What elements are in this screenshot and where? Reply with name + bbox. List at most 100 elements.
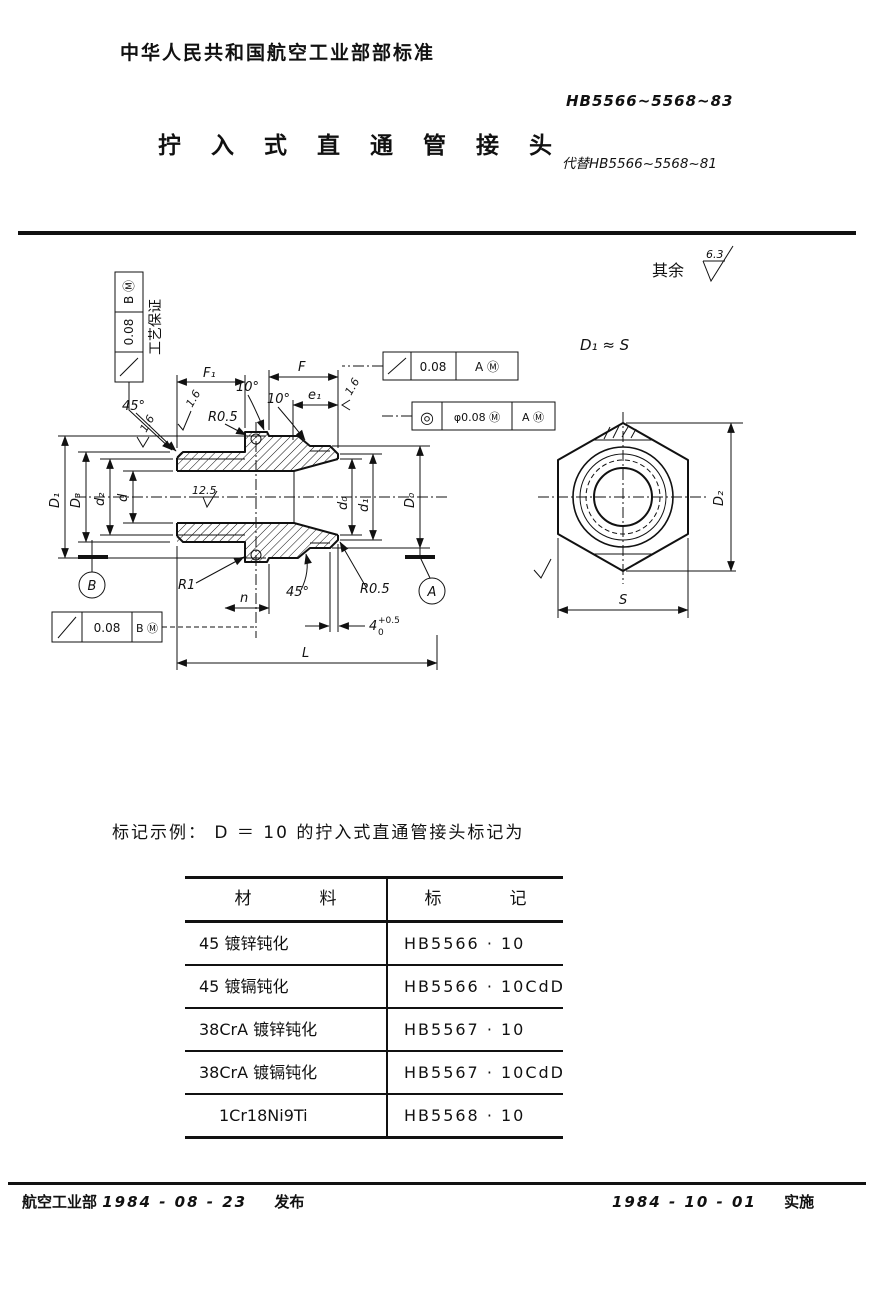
label-10deg-2: 10° <box>267 392 290 407</box>
footer-rule <box>8 1182 866 1185</box>
table-row: 38CrA 镀镉钝化 HB5567 · 10CdD <box>185 1052 563 1095</box>
fcf-concentricity: ◎ φ0.08 Ⓜ A Ⓜ <box>382 401 556 431</box>
label-r05-top: R0.5 <box>208 410 238 425</box>
footer-issuer: 航空工业部 <box>22 1193 98 1211</box>
label-rough16-a: 1.6 <box>183 388 203 410</box>
footer-issue-label: 发布 <box>274 1193 305 1211</box>
label-r05-bot: R0.5 <box>360 582 390 597</box>
header-marking: 标 记 <box>386 879 563 920</box>
dim-bottom: R1 n 45° R0.5 4 +0.5 0 L <box>176 541 438 670</box>
authority-line: 中华人民共和国航空工业部部标准 <box>120 42 436 64</box>
label-rough16-b: 1.6 <box>342 376 362 398</box>
label-datum-a: A <box>427 585 437 600</box>
technical-drawing: 其余 6.3 D₁ ≈ S 0.08 B Ⓜ 工艺保证 0.08 A Ⓜ <box>48 245 743 670</box>
table-row: 45 镀镉钝化 HB5566 · 10CdD <box>185 966 563 1009</box>
label-n: n <box>240 591 248 606</box>
label-d2-cap: D₂ <box>712 491 727 506</box>
dim-rough125: 12.5 <box>190 484 218 509</box>
roughness-note-value: 6.3 <box>706 248 724 261</box>
fcf-vertical: 0.08 B Ⓜ 工艺保证 <box>114 271 173 451</box>
section-view <box>75 422 450 638</box>
label-f: F <box>298 360 306 375</box>
surface-mark-icon <box>177 410 192 431</box>
label-10deg-1: 10° <box>236 380 259 395</box>
label-d0-small: d₀ <box>336 496 351 510</box>
surface-mark-icon <box>533 558 552 579</box>
material-marking-table: 材 料 标 记 45 镀锌钝化 HB5566 · 10 45 镀镉钝化 HB55… <box>185 876 563 1139</box>
table-header-row: 材 料 标 记 <box>185 879 563 923</box>
footer-issue: 航空工业部 1984 - 08 - 23 发布 <box>22 1191 304 1212</box>
label-s: S <box>619 593 627 608</box>
label-e1: e₁ <box>308 388 321 403</box>
label-datum-b: B <box>88 579 97 594</box>
cell-material: 45 镀锌钝化 <box>199 934 289 953</box>
footer-impl-date: 1984 - 10 - 01 <box>612 1193 757 1211</box>
label-dim4-plus: +0.5 <box>378 616 400 626</box>
label-d1-cap: D₁ <box>48 493 63 508</box>
roughness-note-label: 其余 <box>652 261 684 280</box>
surface-mark-icon <box>341 399 351 411</box>
hex-end-view: D₂ S <box>533 412 743 618</box>
footer-issue-date: 1984 - 08 - 23 <box>102 1193 248 1211</box>
cell-marking: HB5567 · 10CdD <box>386 1052 563 1093</box>
dim-f1: F₁ <box>176 366 246 448</box>
cell-material: 38CrA 镀锌钝化 <box>199 1020 318 1039</box>
marking-example-line: 标记示例： D ＝ 10 的拧入式直通管接头标记为 <box>112 823 525 843</box>
fcf-top-tol: 0.08 <box>420 360 447 374</box>
surface-mark-icon <box>136 436 150 448</box>
cell-marking: HB5568 · 10 <box>386 1095 563 1136</box>
fcf-bottom-datum: B Ⓜ <box>136 622 158 635</box>
table-row: 1Cr18Ni9Ti HB5568 · 10 <box>185 1095 563 1136</box>
label-d1-small: d₁ <box>357 499 372 512</box>
dim-e1: e₁ 1.6 <box>292 376 362 440</box>
label-dim4: 4 <box>369 619 377 634</box>
fcf-vertical-datum: B Ⓜ <box>122 280 136 304</box>
fcf-top: 0.08 A Ⓜ <box>342 351 519 381</box>
table-row: 38CrA 镀锌钝化 HB5567 · 10 <box>185 1009 563 1052</box>
roughness-check-icon <box>202 490 218 509</box>
dim-left-diameters: d d₂ D₃ D₁ <box>48 435 266 559</box>
label-dim4-minus: 0 <box>378 628 384 638</box>
cell-material: 45 镀镉钝化 <box>199 977 289 996</box>
fcf-bottom-tol: 0.08 <box>94 621 121 635</box>
header-material: 材 料 <box>234 889 337 909</box>
label-rough16-c: 1.6 <box>137 413 157 435</box>
dim-right-diameters: d₀ d₁ D₀ <box>332 445 430 558</box>
process-note: 工艺保证 <box>148 299 164 355</box>
cell-material: 38CrA 镀镉钝化 <box>199 1063 318 1082</box>
dim-angles-top: 10° 10° 45° R0.5 1.6 1.6 <box>122 380 306 452</box>
inclination-symbol-icon <box>387 357 407 375</box>
datum-b: B <box>78 540 108 599</box>
replaces-note: 代替HB5566~5568~81 <box>562 156 717 172</box>
footer-implement: 1984 - 10 - 01 实施 <box>612 1191 814 1212</box>
header-rule <box>18 231 856 235</box>
dim-f: F <box>268 360 339 448</box>
table-row: 45 镀锌钝化 HB5566 · 10 <box>185 923 563 966</box>
label-f1: F₁ <box>203 366 216 381</box>
label-d3-cap: D₃ <box>69 493 84 508</box>
fcf-top-datum: A Ⓜ <box>475 360 499 374</box>
label-d: d <box>116 493 131 502</box>
cell-marking: HB5566 · 10CdD <box>386 966 563 1007</box>
general-roughness-note: 其余 6.3 <box>652 245 734 283</box>
label-d0-cap: D₀ <box>403 492 418 508</box>
datum-a: A <box>405 555 446 605</box>
cell-marking: HB5567 · 10 <box>386 1009 563 1050</box>
document-title: 拧入式直通管接头 <box>158 133 582 159</box>
label-45deg-bot: 45° <box>286 585 309 600</box>
label-rough125: 12.5 <box>192 484 217 497</box>
inclination-symbol-icon <box>119 357 139 377</box>
fcf-conc-datum: A Ⓜ <box>522 411 544 424</box>
label-45deg-top: 45° <box>122 399 145 414</box>
label-r1: R1 <box>178 578 195 593</box>
cell-marking: HB5566 · 10 <box>386 923 563 964</box>
cell-material: 1Cr18Ni9Ti <box>219 1106 308 1125</box>
footer-impl-label: 实施 <box>784 1193 815 1211</box>
fcf-bottom: 0.08 B Ⓜ <box>51 611 254 643</box>
fcf-conc-tol: φ0.08 Ⓜ <box>454 411 500 424</box>
fcf-vertical-tol: 0.08 <box>122 319 136 346</box>
label-d2-small: d₂ <box>93 493 108 506</box>
standard-number: HB5566~5568~83 <box>566 92 734 110</box>
roughness-check-icon <box>702 245 734 283</box>
